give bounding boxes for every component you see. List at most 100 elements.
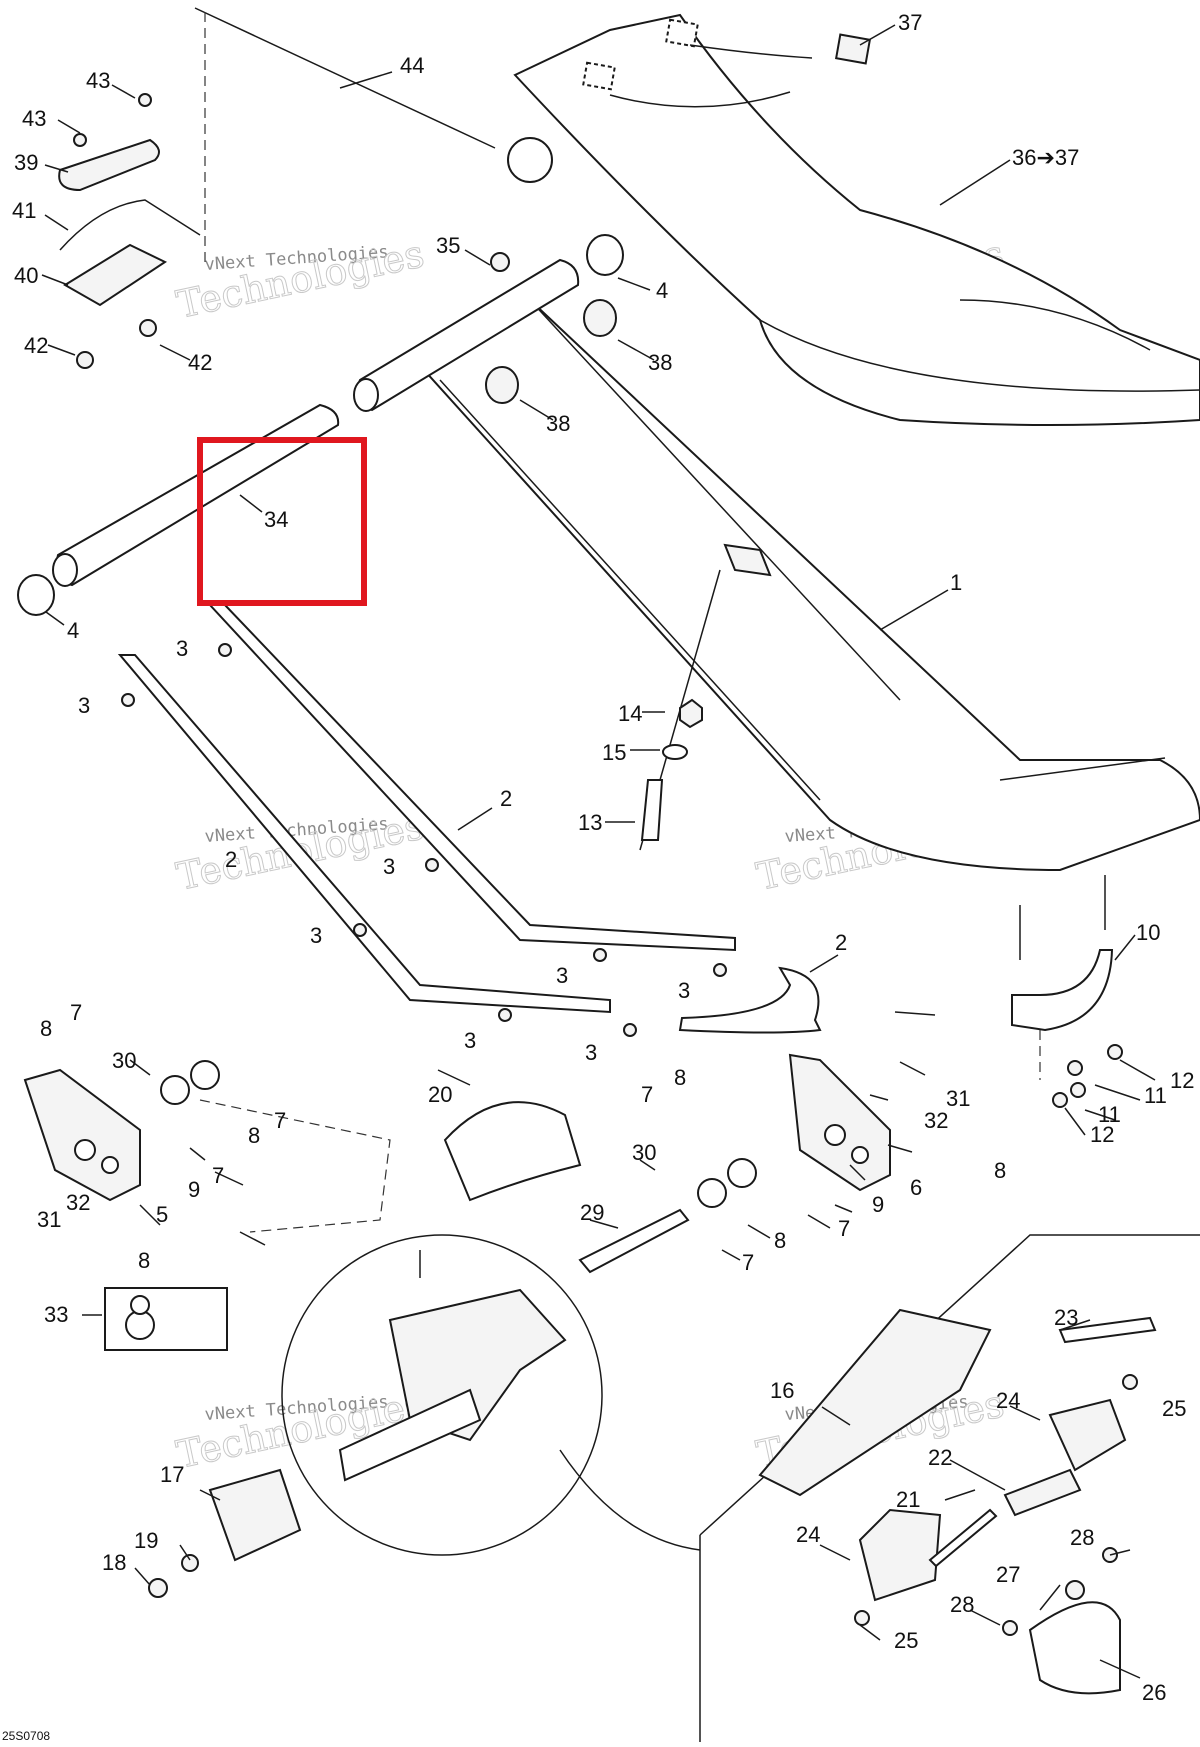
stopper-38-a bbox=[583, 299, 617, 337]
callout-2: 2 bbox=[500, 786, 512, 811]
callout-43: 43 bbox=[22, 106, 46, 131]
detail-circle bbox=[148, 1234, 701, 1598]
callout-11: 11 bbox=[1098, 1102, 1121, 1127]
callout-15: 15 bbox=[602, 740, 626, 765]
cap-24-right bbox=[1048, 1398, 1127, 1472]
callout-30: 30 bbox=[112, 1048, 136, 1073]
callout-8: 8 bbox=[138, 1248, 150, 1273]
callout-3: 3 bbox=[556, 963, 568, 988]
callout-24: 24 bbox=[796, 1522, 820, 1547]
callout-18: 18 bbox=[102, 1550, 126, 1575]
seat-assembly bbox=[513, 13, 1200, 426]
callout-5: 5 bbox=[156, 1202, 168, 1227]
bushing-4-left bbox=[17, 574, 55, 616]
callout-4: 4 bbox=[67, 618, 79, 643]
callout-7: 7 bbox=[70, 1000, 82, 1025]
callout-10: 10 bbox=[1136, 920, 1160, 945]
document-code: 25S0708 bbox=[2, 1729, 50, 1742]
callout-35: 35 bbox=[436, 233, 460, 258]
callout-8: 8 bbox=[994, 1158, 1006, 1183]
callout-34: 34 bbox=[264, 507, 288, 532]
callout-38: 38 bbox=[648, 350, 672, 375]
callout-3: 3 bbox=[383, 854, 395, 879]
callout-32: 32 bbox=[924, 1108, 948, 1133]
callout-9: 9 bbox=[872, 1192, 884, 1217]
callout-29: 29 bbox=[580, 1200, 604, 1225]
housing-17 bbox=[208, 1468, 302, 1562]
frame-part-1 bbox=[413, 298, 1200, 872]
callout-41: 41 bbox=[12, 198, 36, 223]
inset-detail-box bbox=[699, 1234, 1200, 1742]
bushing-30-left bbox=[160, 1075, 190, 1105]
rear-bracket-10 bbox=[1011, 875, 1123, 1108]
callout-8: 8 bbox=[248, 1123, 260, 1148]
screw-25-b bbox=[854, 1610, 870, 1626]
washer-19 bbox=[181, 1554, 199, 1572]
callout-17: 17 bbox=[160, 1462, 184, 1487]
callout-43: 43 bbox=[86, 68, 110, 93]
leader-lines bbox=[41, 24, 1156, 1679]
callout-12: 12 bbox=[1170, 1068, 1194, 1093]
callout-25: 25 bbox=[1162, 1396, 1186, 1421]
callout-30: 30 bbox=[632, 1140, 656, 1165]
callout-28: 28 bbox=[1070, 1525, 1094, 1550]
arm-6 bbox=[697, 1053, 891, 1208]
callout-24: 24 bbox=[996, 1388, 1020, 1413]
guide-40 bbox=[63, 243, 168, 307]
callout-8: 8 bbox=[774, 1228, 786, 1253]
strip-23 bbox=[1058, 1316, 1157, 1344]
callout-39: 39 bbox=[14, 150, 38, 175]
callout-3: 3 bbox=[678, 978, 690, 1003]
callout-27: 27 bbox=[996, 1562, 1020, 1587]
callout-6: 6 bbox=[910, 1175, 922, 1200]
callout-1: 1 bbox=[950, 570, 962, 595]
callout-21: 21 bbox=[896, 1487, 920, 1512]
callout-42: 42 bbox=[24, 333, 48, 358]
callout-31: 31 bbox=[37, 1207, 61, 1232]
bushing-27 bbox=[1065, 1580, 1085, 1600]
callout-32: 32 bbox=[66, 1190, 90, 1215]
callout-3: 3 bbox=[464, 1028, 476, 1053]
callout-3: 3 bbox=[176, 636, 188, 661]
callout-7: 7 bbox=[274, 1108, 286, 1133]
misc-parts bbox=[104, 1101, 690, 1351]
bolt-18 bbox=[148, 1578, 168, 1598]
highlight-box-34 bbox=[197, 437, 367, 606]
bushing-4-right bbox=[586, 234, 624, 276]
yoke-26 bbox=[1028, 1601, 1121, 1695]
callout-2: 2 bbox=[225, 847, 237, 872]
cable-and-guides bbox=[58, 7, 553, 369]
cable-end-44 bbox=[507, 137, 553, 183]
callout-2: 2 bbox=[835, 930, 847, 955]
callout-3: 3 bbox=[310, 923, 322, 948]
bushing-30-right bbox=[727, 1158, 757, 1188]
callout-19: 19 bbox=[134, 1528, 158, 1553]
screw-25-a bbox=[1122, 1374, 1138, 1390]
callout-8: 8 bbox=[40, 1016, 52, 1041]
callout-33: 33 bbox=[44, 1302, 68, 1327]
callout-7: 7 bbox=[838, 1216, 850, 1241]
callout-3: 3 bbox=[78, 693, 90, 718]
grease-fitting-35 bbox=[490, 252, 510, 272]
callout-7: 7 bbox=[212, 1163, 224, 1188]
cover-20 bbox=[443, 1101, 582, 1202]
callout-26: 26 bbox=[1142, 1680, 1166, 1705]
callout-4: 4 bbox=[656, 278, 668, 303]
rail-strips-2 bbox=[117, 604, 822, 1037]
arm-5 bbox=[23, 1060, 391, 1233]
screw-3-group bbox=[121, 643, 727, 1037]
pin-21 bbox=[928, 1508, 998, 1568]
callout-7: 7 bbox=[742, 1250, 754, 1275]
callout-40: 40 bbox=[14, 263, 38, 288]
callout-labels: 1 2 2 2 3 3 3 3 3 3 3 3 4 4 5 6 7 7 7 7 … bbox=[12, 10, 1194, 1705]
bolt-stack-13 bbox=[639, 569, 721, 851]
callout-42: 42 bbox=[188, 350, 212, 375]
stopper-38-b bbox=[485, 366, 519, 404]
plate-39 bbox=[58, 138, 160, 192]
watermark-text: Technologies bbox=[173, 231, 428, 326]
callout-37: 37 bbox=[898, 10, 922, 35]
callout-7: 7 bbox=[641, 1082, 653, 1107]
screw-28-b bbox=[1002, 1620, 1018, 1636]
